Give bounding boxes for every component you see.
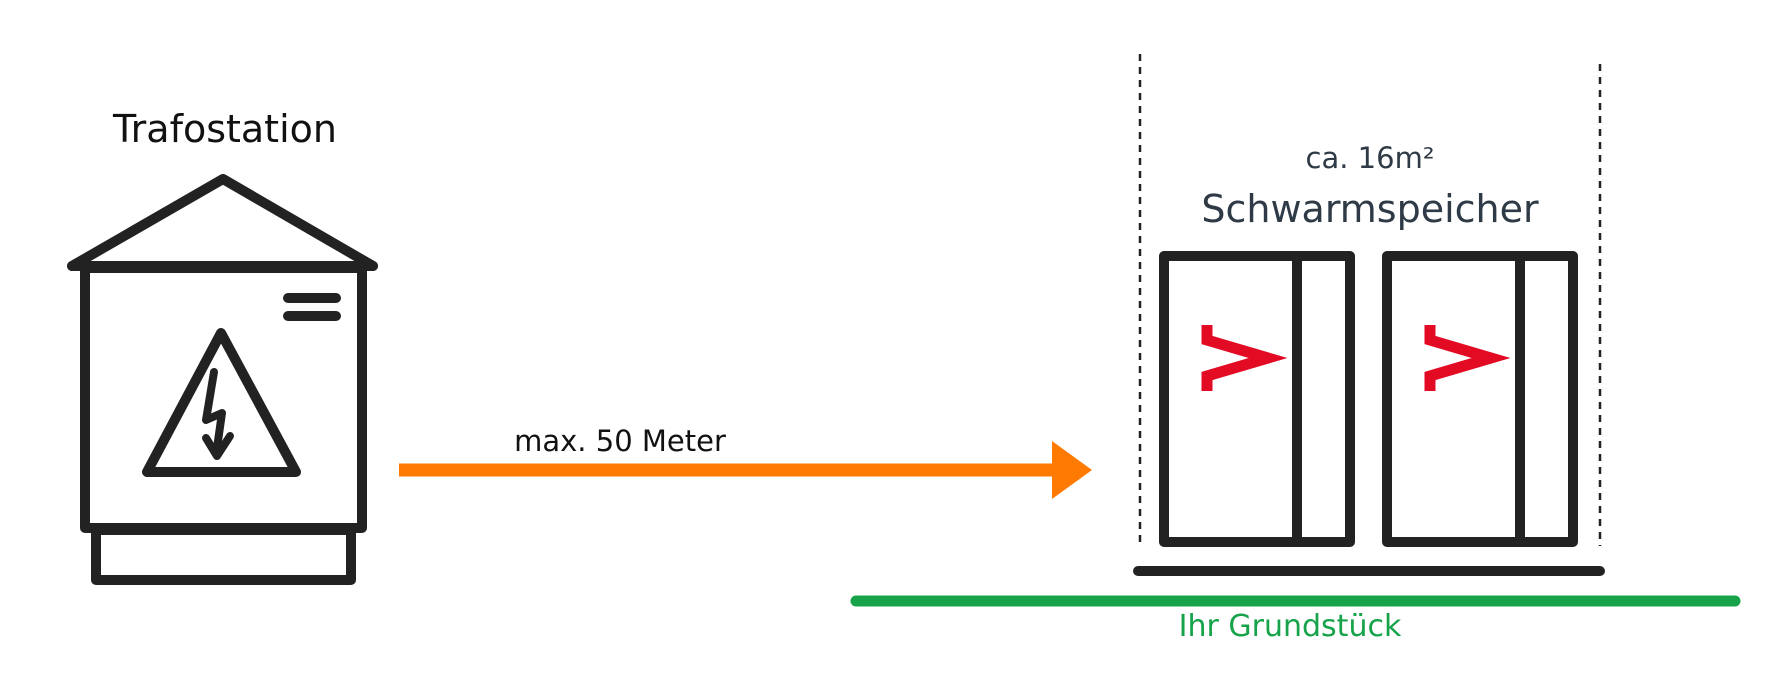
property-label: Ihr Grundstück [1178,609,1402,644]
distance-label: max. 50 Meter [514,424,726,458]
v-logo-icon [1201,325,1288,391]
high-voltage-warning-icon [142,328,301,477]
storage-unit-1 [1159,251,1355,547]
storage-label: Schwarmspeicher [1201,187,1539,231]
v-logo-icon [1424,325,1511,391]
menu-lines-icon [283,293,341,321]
transformer-label: Trafostation [113,107,337,151]
transformer-base [91,525,356,585]
arrow-right-icon [399,441,1092,499]
arrow-head [1052,441,1092,499]
storage-area-boundaries [1138,54,1602,546]
area-label: ca. 16m² [1305,141,1435,175]
storage-unit-2 [1382,251,1578,547]
house-roof-icon [67,174,378,271]
transformer-cabinet [80,263,367,533]
transformer-station [67,174,378,585]
